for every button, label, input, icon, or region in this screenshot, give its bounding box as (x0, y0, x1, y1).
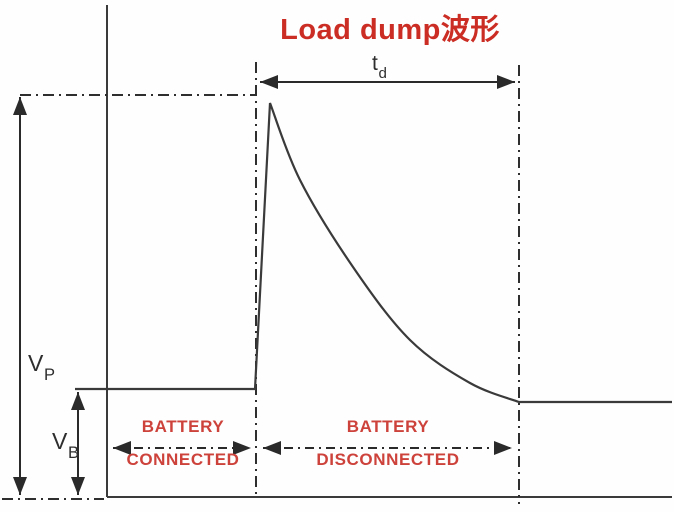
vp-subscript: P (44, 364, 56, 384)
vp-symbol: V (28, 350, 44, 376)
battery-connected-label-line2: CONNECTED (126, 450, 240, 469)
battery-disconnected-label-line1: BATTERY (346, 417, 430, 436)
td-subscript: d (378, 64, 387, 82)
battery-disconnected-label-line2: DISCONNECTED (316, 450, 460, 469)
diagram-title: Load dump波形 (280, 14, 500, 46)
td-symbol: t (372, 52, 378, 75)
waveform-path (75, 102, 672, 404)
vb-label: VB (52, 428, 80, 462)
vp-label: VP (28, 350, 56, 384)
vb-subscript: B (68, 442, 80, 462)
td-label: td (372, 52, 387, 82)
battery-connected-label-line1: BATTERY (141, 417, 225, 436)
vb-symbol: V (52, 428, 68, 454)
